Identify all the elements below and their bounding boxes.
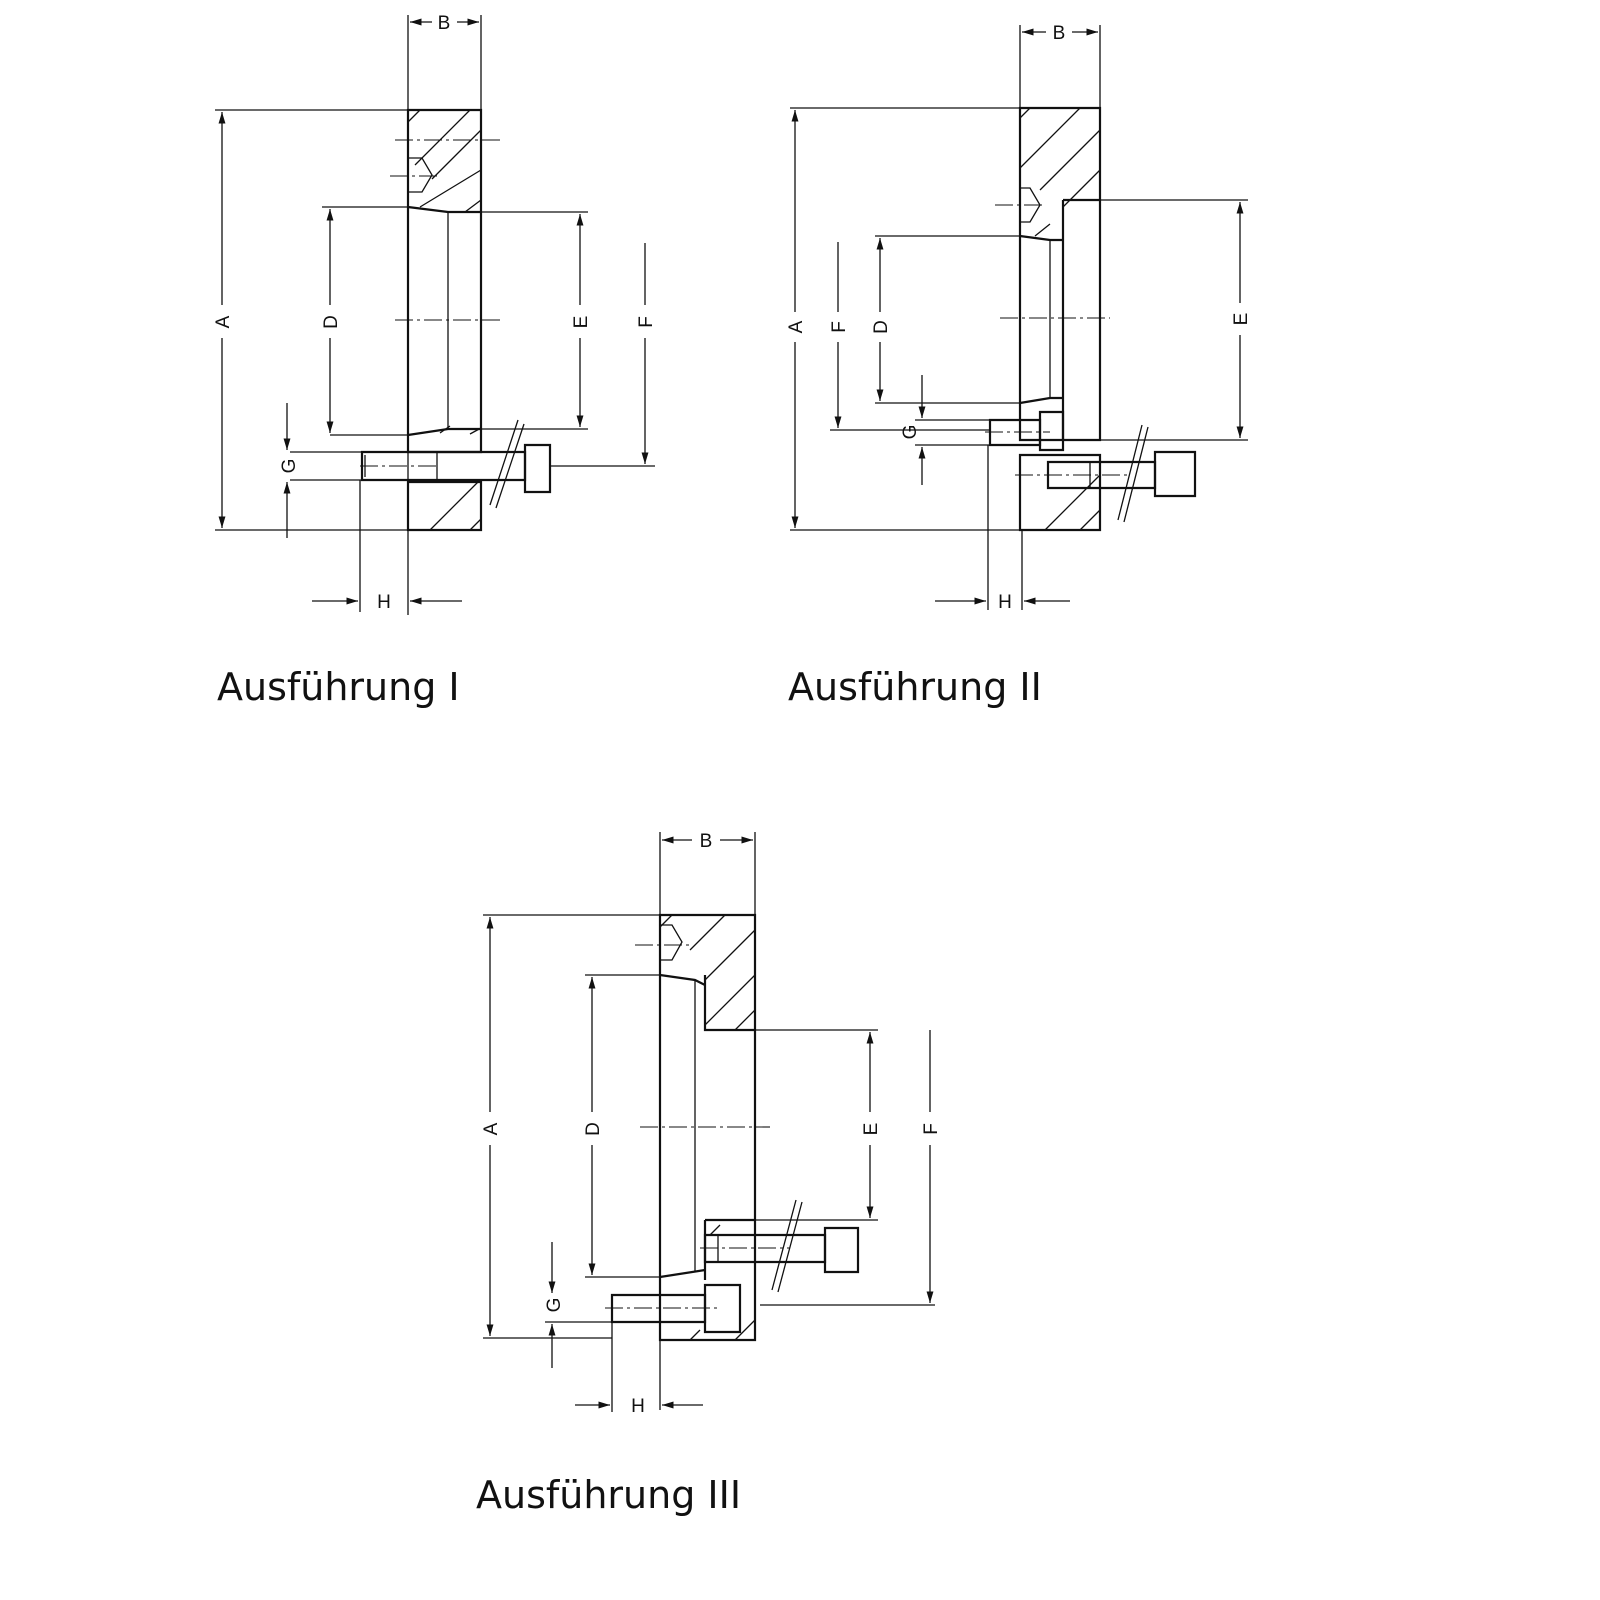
part-body [1018, 106, 1102, 532]
dim-label-d: D [321, 315, 342, 329]
screws [610, 1199, 860, 1334]
dimensions: B A D E F G [213, 13, 657, 615]
dim-label-e: E [571, 316, 592, 329]
figure-ausfuehrung-2: B A F D G E [786, 23, 1252, 709]
screws [988, 410, 1197, 523]
dim-label-b: B [700, 831, 713, 852]
caption-ausfuehrung-1: Ausführung I [217, 665, 460, 709]
caption-ausfuehrung-3: Ausführung III [476, 1473, 741, 1517]
dim-label-f: F [829, 321, 850, 333]
dim-label-h: H [631, 1396, 645, 1417]
part-body [658, 913, 757, 1342]
dim-label-f: F [921, 1123, 942, 1135]
screw [360, 419, 552, 509]
dim-label-f: F [636, 316, 657, 328]
figure-ausfuehrung-1: B A D E F G [213, 13, 657, 709]
dim-label-e: E [1231, 313, 1252, 326]
figure-ausfuehrung-3: B A D E F G H [476, 831, 942, 1517]
center-lines [360, 139, 500, 467]
dim-label-h: H [377, 592, 391, 613]
dim-label-b: B [1053, 23, 1066, 44]
dim-label-a: A [481, 1122, 502, 1135]
center-lines [605, 944, 790, 1309]
dim-label-d: D [871, 320, 892, 334]
dim-label-d: D [583, 1122, 604, 1136]
dim-label-e: E [861, 1123, 882, 1136]
dimensions: B A D E F G H [481, 831, 942, 1417]
dim-label-b: B [438, 13, 451, 34]
dimensions: B A F D G E [786, 23, 1252, 613]
dim-label-g: G [544, 1298, 565, 1313]
dim-label-g: G [279, 459, 300, 474]
caption-ausfuehrung-2: Ausführung II [788, 665, 1042, 709]
dim-label-a: A [786, 320, 807, 333]
center-lines [985, 204, 1130, 476]
dim-label-g: G [900, 425, 921, 440]
dim-label-a: A [213, 315, 234, 328]
dim-label-h: H [998, 592, 1012, 613]
